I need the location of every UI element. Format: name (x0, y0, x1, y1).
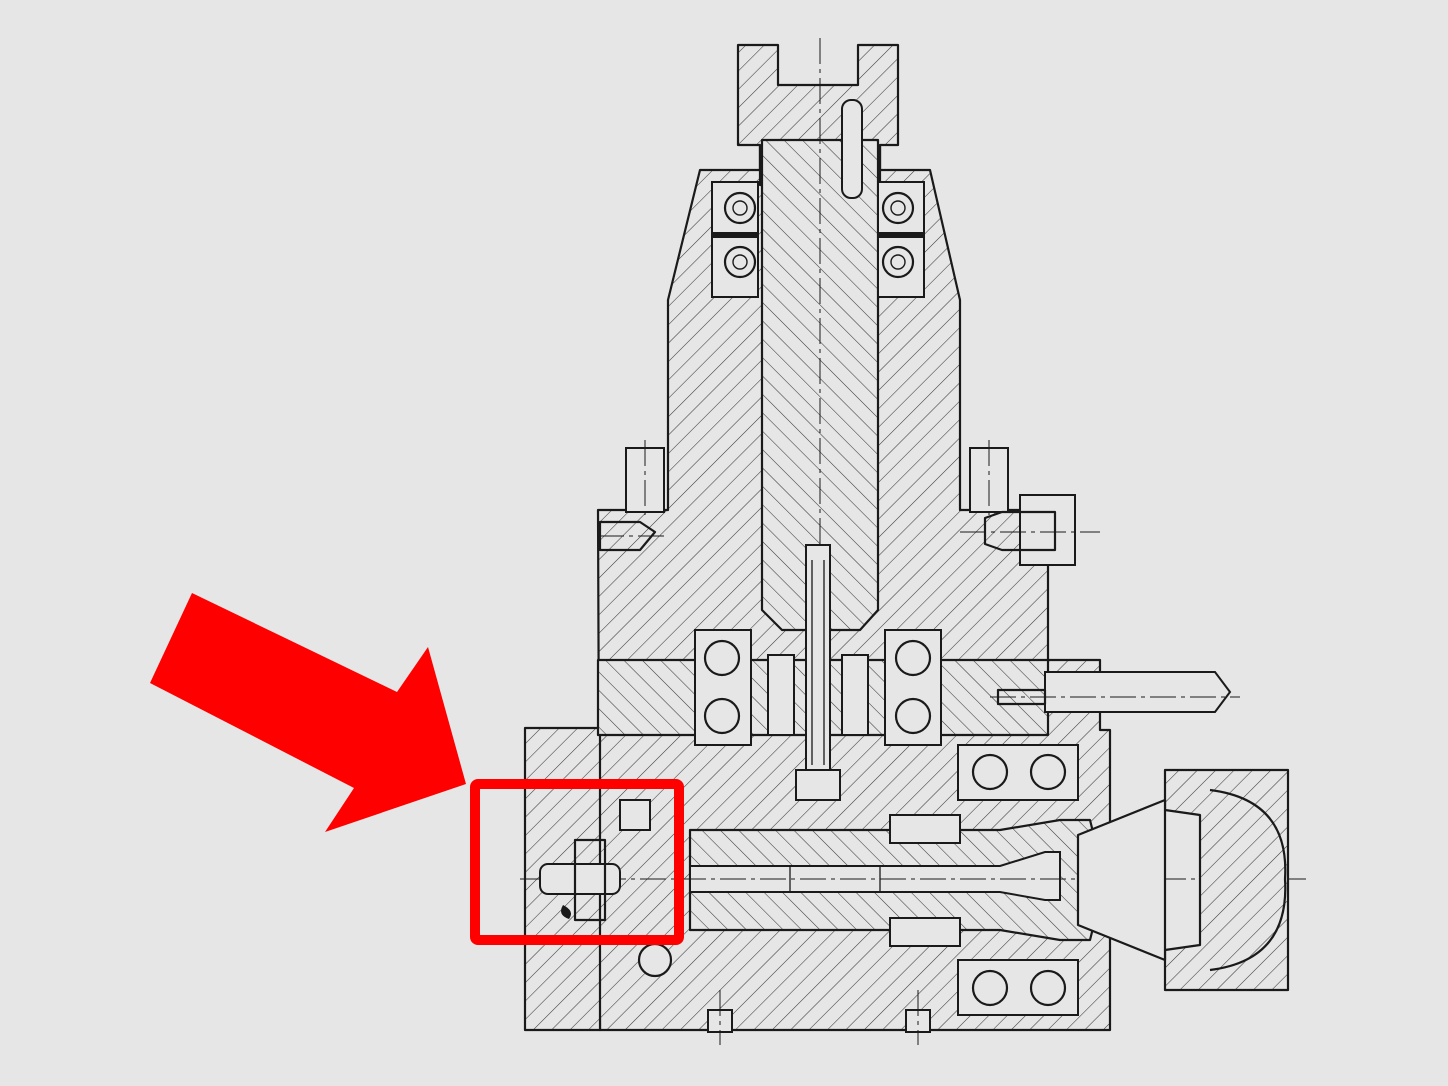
highlight-box (470, 779, 684, 945)
side-pin (990, 671, 1240, 713)
upper-bearing-right (877, 181, 925, 298)
key-upper (889, 814, 961, 844)
collet-nut (1076, 768, 1290, 992)
highlight-arrow (150, 593, 466, 832)
output-spindle (520, 818, 1310, 942)
central-bolt (795, 544, 841, 801)
stud-right (969, 440, 1009, 520)
output-bearing-bottom (957, 959, 1079, 1016)
output-bearing-top (957, 744, 1079, 801)
set-screw-right (960, 494, 1100, 566)
top-drive-shank (736, 38, 900, 720)
middle-bearing-right (841, 629, 942, 746)
key-lower (889, 917, 961, 947)
pinion-assembly (539, 799, 673, 978)
upper-bearing-left (711, 181, 759, 298)
stud-left (625, 440, 665, 520)
set-screw-left (598, 520, 668, 552)
middle-bearing-left (694, 629, 795, 746)
